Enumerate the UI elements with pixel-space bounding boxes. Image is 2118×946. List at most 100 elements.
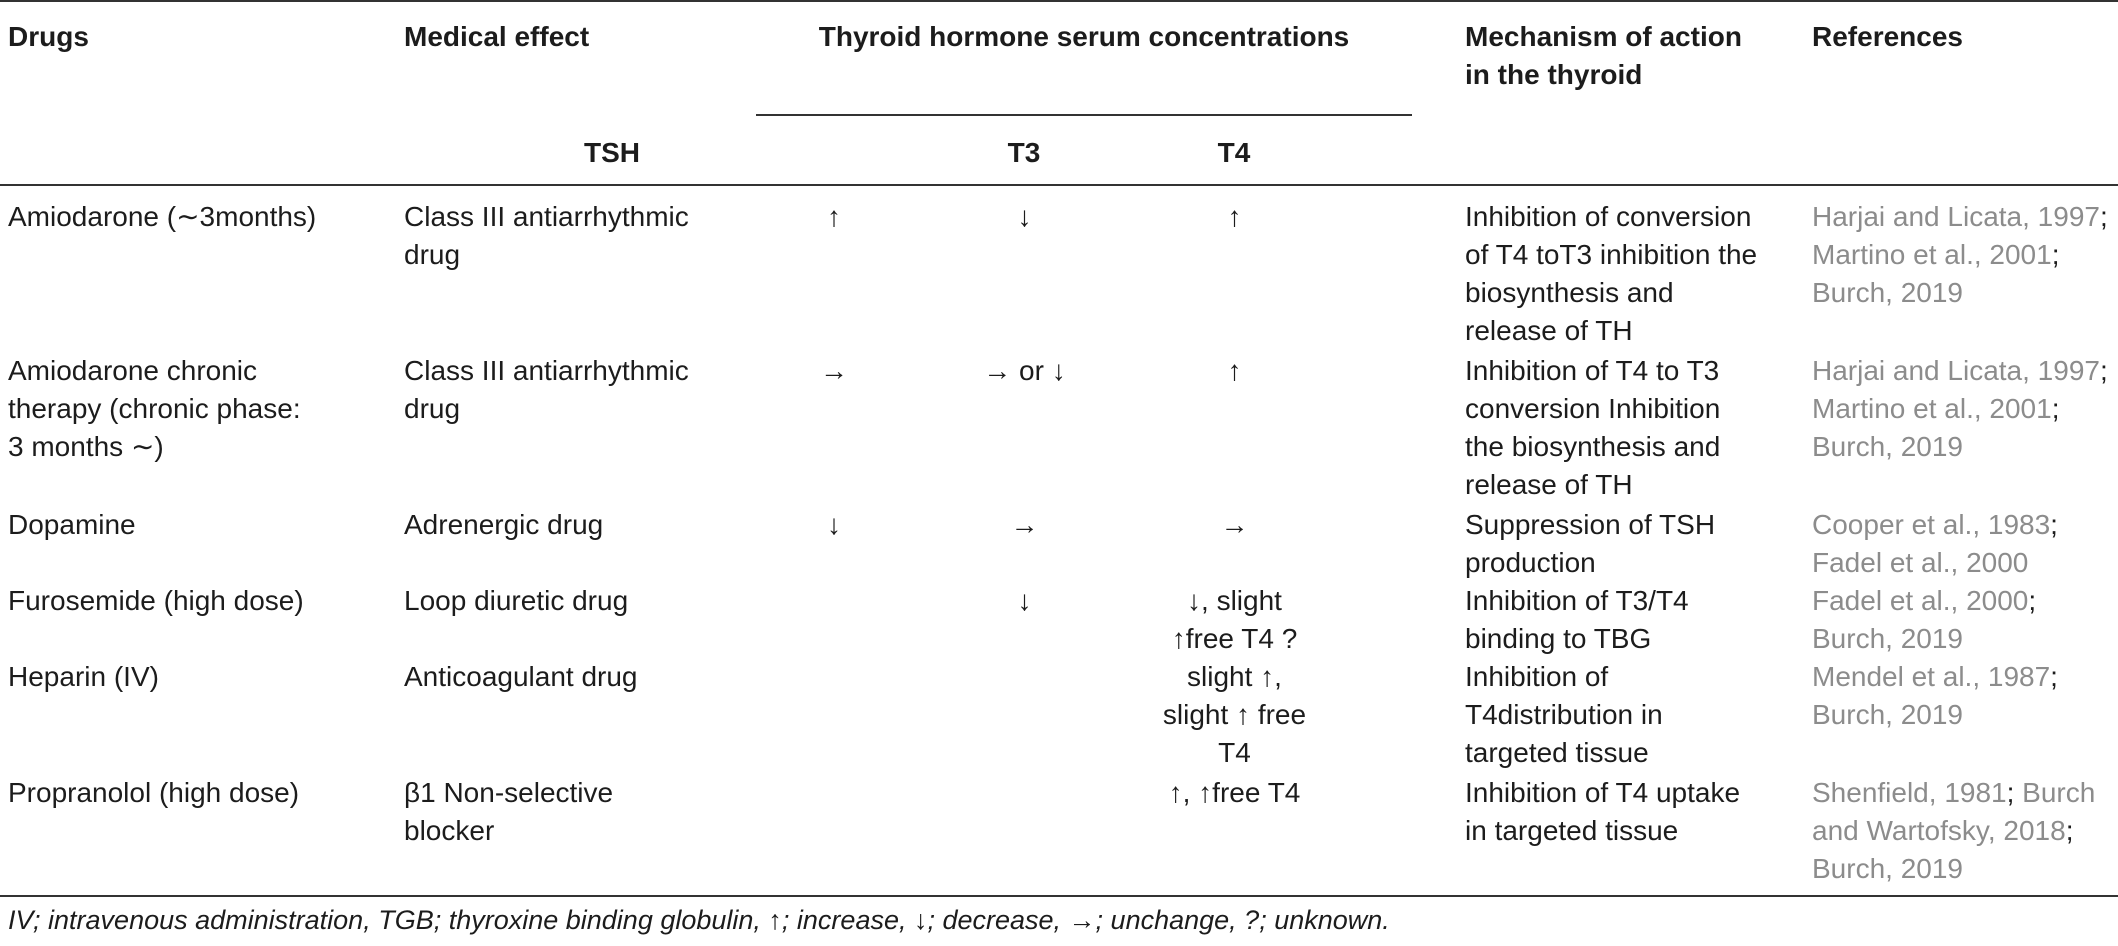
cell-references: Fadel et al., 2000;Burch, 2019 — [1812, 582, 2112, 658]
header-drugs: Drugs — [8, 21, 89, 52]
header-mechanism: Mechanism of action in the thyroid — [1465, 18, 1742, 94]
cell-line: biosynthesis and — [1465, 277, 1674, 308]
reference-link[interactable]: Burch, 2019 — [1812, 431, 1963, 462]
top-rule — [0, 0, 2118, 2]
cell-line: β1 Non-selective — [404, 777, 614, 808]
cell-mechanism: Suppression of TSH production — [1465, 506, 1715, 582]
reference-line: Burch, 2019 — [1812, 850, 2112, 888]
cell-t4: ↑, ↑free T4 — [1122, 774, 1347, 812]
reference-line: Mendel et al., 1987; — [1812, 658, 2112, 696]
cell-medical-effect: Adrenergic drug — [404, 506, 603, 544]
cell-line: ↑, ↑free T4 — [1168, 777, 1301, 808]
reference-line: Burch, 2019 — [1812, 620, 2112, 658]
cell-drug: Heparin (IV) — [8, 658, 159, 696]
cell-medical-effect: Class III antiarrhythmic drug — [404, 352, 689, 428]
cell-line: Class III antiarrhythmic — [404, 201, 689, 232]
cell-line: drug — [404, 393, 461, 424]
cell-line: ↓ — [827, 509, 841, 540]
cell-line: T4distribution in — [1465, 699, 1663, 730]
cell-t4: ↓, slight↑free T4 ? — [1122, 582, 1347, 658]
reference-link[interactable]: Burch — [2022, 777, 2096, 808]
cell-drug: Amiodarone (∼3months) — [8, 198, 316, 236]
cell-line: release of TH — [1465, 469, 1633, 500]
reference-separator: ; — [2065, 815, 2074, 846]
header-thyroid-group: Thyroid hormone serum concentrations — [818, 21, 1350, 52]
cell-line: release of TH — [1465, 315, 1633, 346]
reference-line: Fadel et al., 2000; — [1812, 582, 2112, 620]
cell-line: Mechanism of action — [1465, 21, 1742, 52]
reference-link[interactable]: Harjai and Licata, 1997 — [1812, 201, 2100, 232]
cell-line: Adrenergic drug — [404, 509, 604, 540]
cell-line: Amiodarone chronic — [8, 355, 258, 386]
cell-line: therapy (chronic phase: — [8, 393, 301, 424]
cell-medical-effect: Anticoagulant drug — [404, 658, 638, 696]
cell-line: ↓, slight — [1187, 585, 1282, 616]
reference-line: Martino et al., 2001; — [1812, 390, 2112, 428]
cell-line: ↓ — [1017, 201, 1032, 232]
cell-line: Dopamine — [8, 509, 136, 540]
cell-line: Suppression of TSH — [1465, 509, 1716, 540]
header-bottom-rule — [0, 184, 2118, 186]
cell-line: Anticoagulant drug — [404, 661, 638, 692]
cell-line: Heparin (IV) — [8, 661, 159, 692]
reference-separator: ; — [2051, 393, 2060, 424]
header-references: References — [1812, 21, 1963, 52]
reference-link[interactable]: and Wartofsky, 2018 — [1812, 815, 2066, 846]
cell-line: Loop diuretic drug — [404, 585, 629, 616]
reference-line: Burch, 2019 — [1812, 696, 2112, 734]
cell-line: → — [820, 355, 848, 386]
cell-line: production — [1465, 547, 1596, 578]
reference-link[interactable]: Fadel et al., 2000 — [1812, 585, 2029, 616]
reference-separator: ; — [2099, 201, 2108, 232]
cell-references: Harjai and Licata, 1997;Martino et al., … — [1812, 352, 2112, 466]
reference-line: Martino et al., 2001; — [1812, 236, 2112, 274]
cell-t4: ↑ — [1122, 198, 1347, 236]
reference-link[interactable]: Burch, 2019 — [1812, 623, 1963, 654]
cell-line: in the thyroid — [1465, 59, 1643, 90]
header-t3: T3 — [1007, 137, 1041, 168]
cell-line: slight ↑, — [1187, 661, 1282, 692]
header-tsh: TSH — [584, 137, 640, 168]
reference-separator: ; — [2050, 509, 2058, 540]
cell-line: the biosynthesis and — [1465, 431, 1721, 462]
reference-link[interactable]: Burch, 2019 — [1812, 699, 1963, 730]
reference-link[interactable]: Burch, 2019 — [1812, 853, 1963, 884]
cell-line: → or ↓ — [983, 355, 1066, 386]
reference-separator: ; — [2099, 355, 2108, 386]
reference-link[interactable]: Shenfield, 1981 — [1812, 777, 2007, 808]
reference-line: Harjai and Licata, 1997; — [1812, 198, 2112, 236]
cell-drug: Dopamine — [8, 506, 136, 544]
reference-line: Shenfield, 1981; Burch — [1812, 774, 2112, 812]
cell-drug: Furosemide (high dose) — [8, 582, 304, 620]
reference-link[interactable]: Martino et al., 2001 — [1812, 239, 2052, 270]
reference-link[interactable]: Fadel et al., 2000 — [1812, 547, 2029, 578]
cell-line: Class III antiarrhythmic — [404, 355, 689, 386]
cell-line: Furosemide (high dose) — [8, 585, 304, 616]
reference-link[interactable]: Burch, 2019 — [1812, 277, 1963, 308]
reference-link[interactable]: Harjai and Licata, 1997 — [1812, 355, 2100, 386]
header-t4: T4 — [1217, 137, 1251, 168]
cell-line: in targeted tissue — [1465, 815, 1679, 846]
reference-link[interactable]: Mendel et al., 1987 — [1812, 661, 2051, 692]
cell-line: Propranolol (high dose) — [8, 777, 300, 808]
cell-t3: → — [912, 506, 1137, 544]
cell-references: Harjai and Licata, 1997;Martino et al., … — [1812, 198, 2112, 312]
reference-line: Harjai and Licata, 1997; — [1812, 352, 2112, 390]
reference-separator: ; — [2051, 239, 2060, 270]
cell-tsh: ↑ — [784, 198, 884, 236]
cell-line: Inhibition of T4 to T3 — [1465, 355, 1720, 386]
cell-line: targeted tissue — [1465, 737, 1649, 768]
header-medical-effect: Medical effect — [404, 21, 590, 52]
cell-line: 3 months ∼) — [8, 431, 164, 462]
reference-link[interactable]: Martino et al., 2001 — [1812, 393, 2052, 424]
cell-t3: ↓ — [912, 198, 1137, 236]
cell-line: Amiodarone (∼3months) — [8, 201, 317, 232]
reference-link[interactable]: Cooper et al., 1983 — [1812, 509, 2051, 540]
reference-separator: ; — [2050, 661, 2058, 692]
